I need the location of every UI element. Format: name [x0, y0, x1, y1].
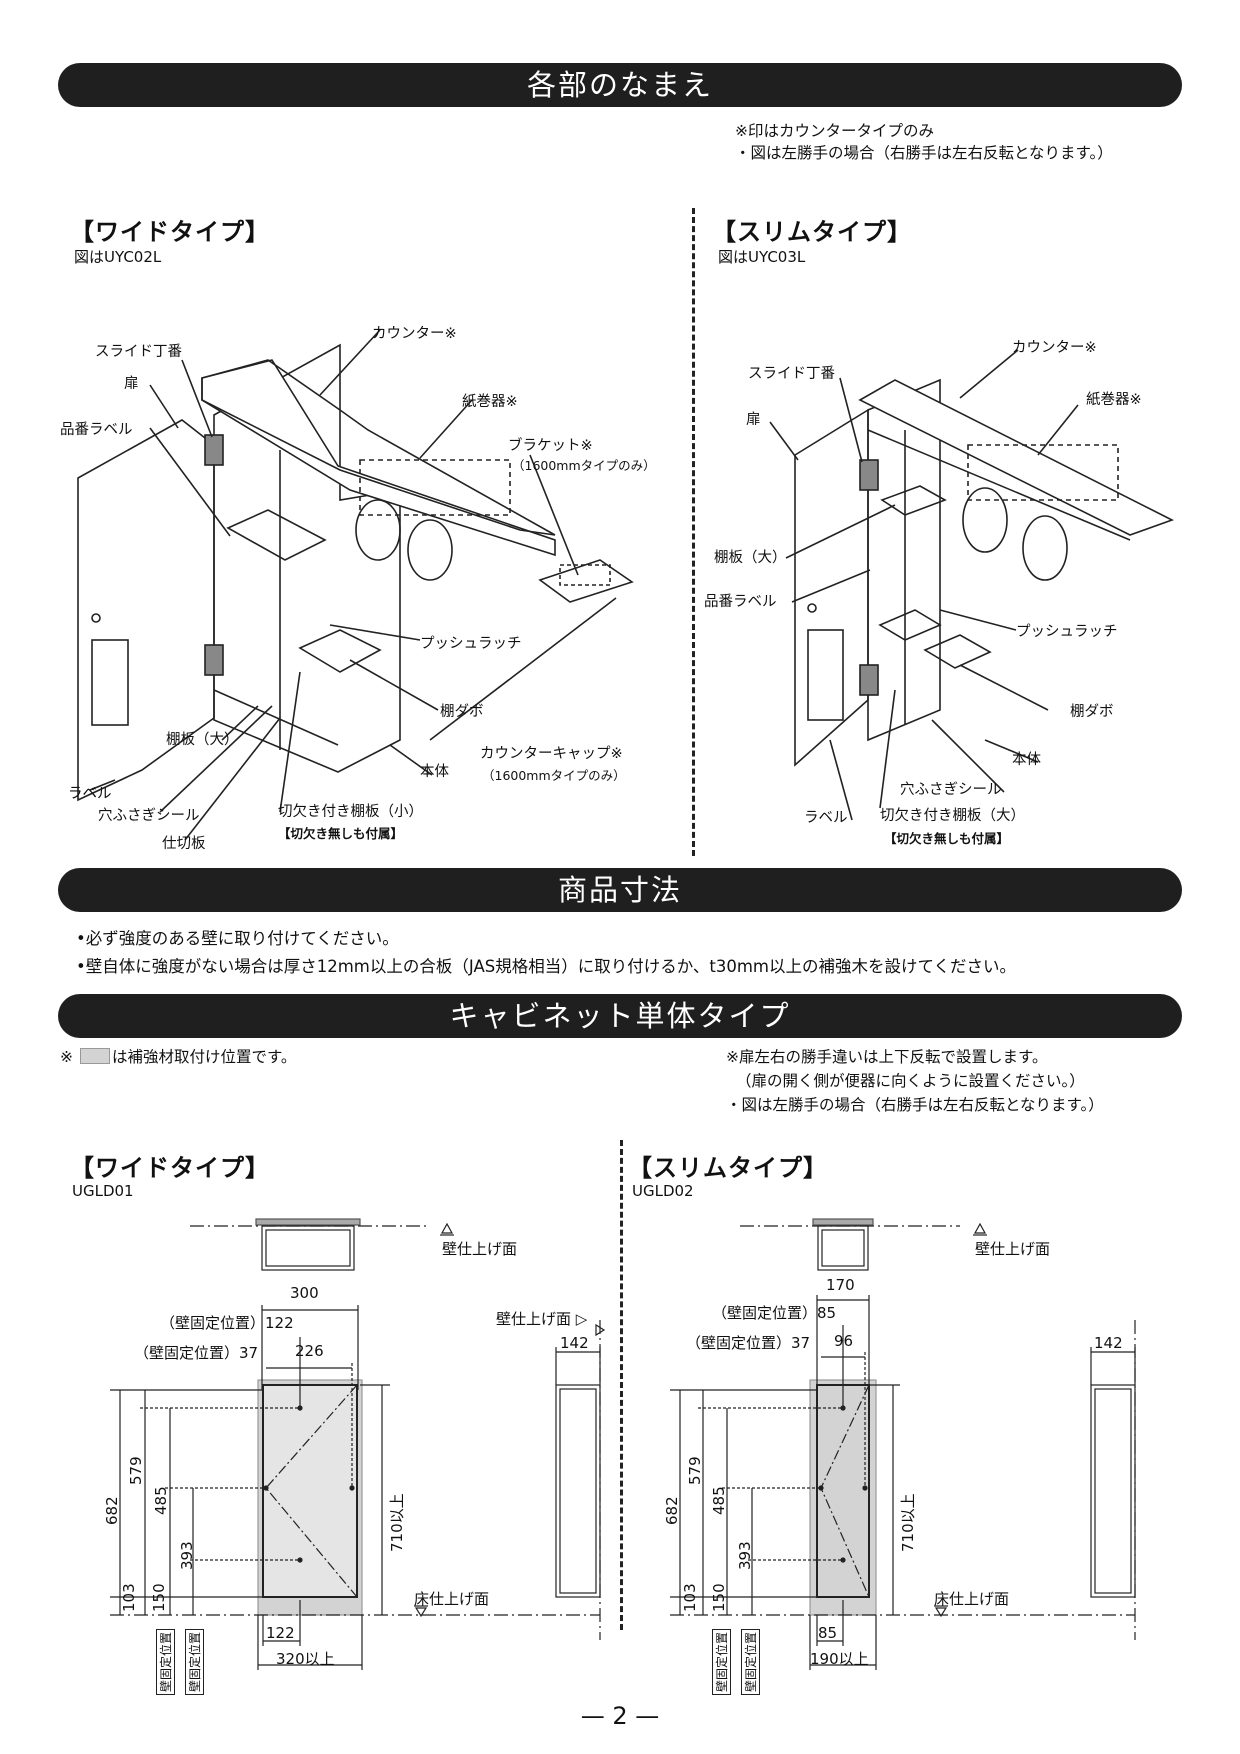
parts-note-1: ※印はカウンタータイプのみ	[735, 122, 934, 140]
wide-label-partition: 仕切板	[162, 836, 206, 852]
wide-label-shelf-dowel: 棚ダボ	[440, 704, 484, 720]
wide-type-title: 【ワイドタイプ】	[70, 218, 270, 246]
slim-label-shelf-large: 棚板（大）	[714, 550, 787, 566]
wide-label-counter-cap: カウンターキャップ※	[480, 746, 623, 762]
reinforce-swatch	[79, 1048, 110, 1064]
slim-dim-wallfix-85: （壁固定位置）85	[712, 1304, 837, 1322]
install-note-1: ※扉左右の勝手違いは上下反転で設置します。	[726, 1048, 1048, 1066]
parts-note-2: ・図は左勝手の場合（右勝手は左右反転となります。）	[735, 144, 1113, 162]
slim-dim-170: 170	[826, 1276, 855, 1294]
slim-dim-85-bottom: 85	[818, 1624, 838, 1642]
install-note-2: （扉の開く側が便器に向くように設置ください。）	[736, 1072, 1085, 1090]
wide-label-counter: カウンター※	[372, 326, 457, 342]
slim-dim-model: UGLD02	[632, 1182, 694, 1200]
wide-label-notched-shelf-small: 切欠き付き棚板（小）	[278, 804, 423, 820]
wide-wall-finish-top: 壁仕上げ面	[442, 1240, 518, 1258]
slim-dim-103: 103	[681, 1583, 699, 1612]
wide-label-bracket-note: （1600mmタイプのみ）	[512, 458, 656, 473]
wide-dim-model: UGLD01	[72, 1182, 134, 1200]
wide-label-slide-hinge: スライド丁番	[95, 344, 182, 360]
slim-dim-579: 579	[686, 1456, 704, 1485]
slim-dim-485: 485	[710, 1486, 728, 1515]
slim-dim-710: 710以上	[899, 1493, 917, 1552]
slim-floor-finish: 床仕上げ面	[934, 1590, 1010, 1608]
wide-label-part-label: 品番ラベル	[60, 422, 133, 438]
wide-dim-320: 320以上	[276, 1650, 335, 1668]
slim-dim-96: 96	[834, 1332, 854, 1350]
wide-label-label: ラベル	[68, 786, 112, 802]
reinforce-note-prefix: ※	[60, 1048, 73, 1066]
wide-label-body: 本体	[420, 764, 449, 780]
slim-wall-pos-v1: 壁固定位置	[712, 1628, 731, 1695]
page-number: — 2 —	[580, 1702, 660, 1730]
slim-label-shelf-dowel: 棚ダボ	[1070, 704, 1114, 720]
slim-label-notched-shelf-large: 切欠き付き棚板（大）	[880, 808, 1025, 824]
wide-label-hole-seal: 穴ふさぎシール	[98, 808, 200, 824]
section-header-cabinet-only: キャビネット単体タイプ	[58, 994, 1182, 1038]
slim-dim-wallfix-37: （壁固定位置）37	[686, 1334, 811, 1352]
slim-label-door: 扉	[746, 412, 761, 428]
slim-label-counter: カウンター※	[1012, 340, 1097, 356]
slim-label-body: 本体	[1012, 752, 1041, 768]
reinforce-note: ※ は補強材取付け位置です。	[60, 1046, 296, 1068]
section3-divider	[620, 1140, 623, 1630]
wide-label-door: 扉	[124, 376, 139, 392]
section1-divider	[692, 208, 695, 856]
slim-label-slide-hinge: スライド丁番	[748, 366, 835, 382]
dimension-bullet-2: •壁自体に強度がない場合は厚さ12mm以上の合板（JAS規格相当）に取り付けるか…	[76, 957, 1016, 976]
slim-dim-190: 190以上	[810, 1650, 869, 1668]
slim-type-model: 図はUYC03L	[718, 248, 806, 266]
wide-dim-title: 【ワイドタイプ】	[70, 1154, 270, 1182]
slim-dim-title: 【スリムタイプ】	[628, 1154, 828, 1182]
wide-wall-finish-side: 壁仕上げ面 ▷	[496, 1310, 588, 1328]
wide-dim-wallfix-122: （壁固定位置）122	[160, 1314, 294, 1332]
slim-label-paper-holder: 紙巻器※	[1086, 392, 1142, 408]
wide-label-counter-cap-note: （1600mmタイプのみ）	[482, 768, 626, 783]
wide-type-model: 図はUYC02L	[74, 248, 162, 266]
slim-type-title: 【スリムタイプ】	[712, 218, 912, 246]
section-header-dimensions: 商品寸法	[58, 868, 1182, 912]
wide-dim-122-bottom: 122	[266, 1624, 295, 1642]
reinforce-note-text: は補強材取付け位置です。	[111, 1048, 297, 1066]
wide-dim-300: 300	[290, 1284, 319, 1302]
slim-label-no-notch: 【切欠き無しも付属】	[884, 831, 1010, 846]
wide-floor-finish: 床仕上げ面	[414, 1590, 490, 1608]
wide-label-push-latch: プッシュラッチ	[420, 636, 522, 652]
slim-wall-finish-top: 壁仕上げ面	[975, 1240, 1051, 1258]
slim-label-part-label: 品番ラベル	[704, 594, 777, 610]
slim-label-hole-seal: 穴ふさぎシール	[900, 782, 1002, 798]
dimension-bullet-1: •必ず強度のある壁に取り付けてください。	[76, 929, 399, 948]
slim-label-push-latch: プッシュラッチ	[1016, 624, 1118, 640]
slim-wall-pos-v2: 壁固定位置	[741, 1628, 760, 1695]
wide-label-no-notch: 【切欠き無しも付属】	[278, 826, 404, 841]
section-header-parts: 各部のなまえ	[58, 63, 1182, 107]
install-note-3: ・図は左勝手の場合（右勝手は左右反転となります。）	[726, 1096, 1104, 1114]
wide-label-shelf-large: 棚板（大）	[166, 732, 239, 748]
slim-dim-393: 393	[736, 1541, 754, 1570]
wide-dim-142: 142	[560, 1334, 589, 1352]
slim-dim-682: 682	[663, 1496, 681, 1525]
slim-cabinet-drawing	[769, 349, 1175, 821]
slim-dim-150: 150	[710, 1583, 728, 1612]
wide-cabinet-drawing	[77, 329, 634, 841]
wide-dim-226: 226	[295, 1342, 324, 1360]
wide-dim-wallfix-37: （壁固定位置）37	[134, 1344, 259, 1362]
wide-label-paper-holder: 紙巻器※	[462, 394, 518, 410]
slim-label-label: ラベル	[804, 810, 848, 826]
slim-dim-142: 142	[1094, 1334, 1123, 1352]
wide-label-bracket: ブラケット※	[508, 438, 593, 454]
